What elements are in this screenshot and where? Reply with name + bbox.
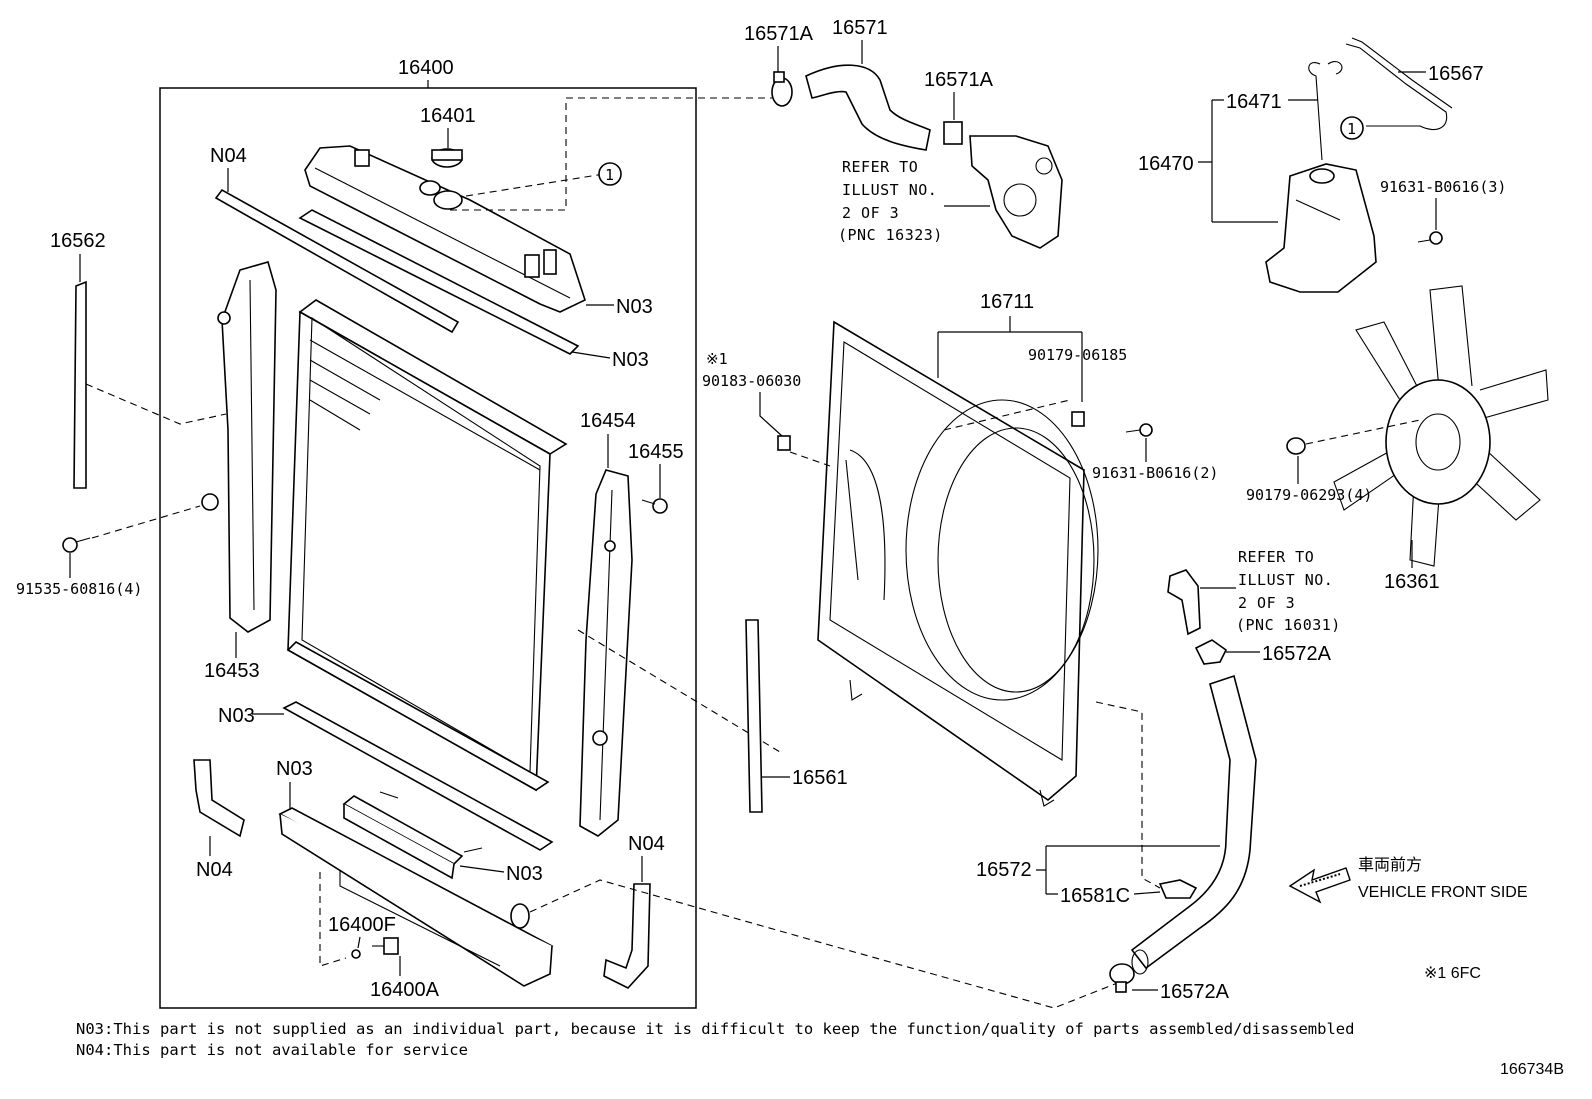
left-seal xyxy=(73,280,87,489)
refer-16031-line3: 2 OF 3 xyxy=(1238,594,1295,612)
figure-id: 166734B xyxy=(1499,1061,1564,1078)
svg-text:1: 1 xyxy=(1347,120,1356,138)
left-side-member xyxy=(201,261,277,633)
direction-english: VEHICLE FRONT SIDE xyxy=(1358,884,1528,901)
label-16711: 16711 xyxy=(980,291,1034,313)
radiator-upper-tank xyxy=(304,145,586,313)
label-16400: 16400 xyxy=(398,57,454,79)
fan-shroud xyxy=(817,320,1099,807)
refer-16031-line1: REFER TO xyxy=(1238,548,1314,566)
hose-clamp-top xyxy=(771,71,793,107)
refer-16031-line2: ILLUST NO. xyxy=(1238,571,1333,589)
footnote-6fc: ※1 6FC xyxy=(1424,965,1481,982)
bolt-91535 xyxy=(62,537,91,553)
lower-right-seal-n04 xyxy=(603,883,651,989)
bolt-91631-shroud xyxy=(1125,423,1153,437)
label-90179-06185: 90179-06185 xyxy=(1028,346,1127,364)
refer-16031-line4: (PNC 16031) xyxy=(1236,616,1341,634)
refer-16323-line4: (PNC 16323) xyxy=(838,226,943,244)
reservoir-hoses xyxy=(1308,37,1453,161)
note-n03: N03:This part is not supplied as an indi… xyxy=(76,1020,1355,1038)
label-16581C: 16581C xyxy=(1060,885,1130,907)
label-n03-lower-gasket: N03 xyxy=(218,705,255,727)
cooling-fan xyxy=(1333,285,1549,567)
label-16567: 16567 xyxy=(1428,63,1484,85)
label-16471: 16471 xyxy=(1226,91,1282,113)
hose-clamp-lower-bottom xyxy=(1109,963,1135,993)
label-n03-oil-cooler: N03 xyxy=(506,863,543,885)
callout-circle-1-reservoir: 1 xyxy=(1340,116,1364,140)
hose-clamp-mid xyxy=(943,121,963,145)
label-16572A-top: 16572A xyxy=(1262,643,1332,665)
lower-radiator-hose xyxy=(1130,674,1257,975)
label-16453: 16453 xyxy=(204,660,260,682)
refer-16323-line1: REFER TO xyxy=(842,158,918,176)
radiator-lower-tank xyxy=(278,807,554,987)
label-91631-3: 91631-B0616(3) xyxy=(1380,178,1506,196)
label-90179-06293: 90179-06293(4) xyxy=(1246,486,1372,504)
note-n04: N04:This part is not available for servi… xyxy=(76,1041,468,1059)
lower-left-seal-n04 xyxy=(193,759,245,838)
hose-sleeve-16581C xyxy=(1158,879,1198,899)
shroud-seal xyxy=(745,619,763,813)
label-16562: 16562 xyxy=(50,230,106,252)
label-91535: 91535-60816(4) xyxy=(16,580,142,598)
label-n04-lower-left: N04 xyxy=(196,859,233,881)
label-16401: 16401 xyxy=(420,105,476,127)
label-n03-lower-tank: N03 xyxy=(276,758,313,780)
label-16361: 16361 xyxy=(1384,571,1440,593)
lower-tank-gasket xyxy=(282,701,554,851)
label-16572A-bottom: 16572A xyxy=(1160,981,1230,1003)
radiator-core xyxy=(286,299,568,792)
label-16470: 16470 xyxy=(1138,153,1194,175)
label-16572: 16572 xyxy=(976,859,1032,881)
callout-circle-1-radiator: 1 xyxy=(598,162,622,186)
clip-90183-06030 xyxy=(777,435,791,451)
refer-16323-line2: ILLUST NO. xyxy=(842,181,937,199)
label-16455: 16455 xyxy=(628,441,684,463)
drain-cock xyxy=(372,937,399,955)
footnote-mark: ※1 xyxy=(706,350,728,368)
refer-16323-line3: 2 OF 3 xyxy=(842,204,899,222)
svg-text:1: 1 xyxy=(605,166,614,184)
upper-radiator-hose xyxy=(805,64,931,151)
refer-block-16323: REFER TO ILLUST NO. 2 OF 3 (PNC 16323) xyxy=(838,158,943,244)
bolt-16455 xyxy=(641,498,668,514)
hose-clamp-lower-top xyxy=(1194,639,1228,665)
label-90183-06030: 90183-06030 xyxy=(702,372,801,390)
label-16571: 16571 xyxy=(832,17,888,39)
label-n03-upper-tank: N03 xyxy=(616,296,653,318)
label-16571A-top: 16571A xyxy=(744,23,814,45)
label-16400F: 16400F xyxy=(328,914,396,936)
vehicle-front-arrow xyxy=(1288,867,1351,904)
water-inlet xyxy=(1167,569,1201,636)
label-n04-upper: N04 xyxy=(210,145,247,167)
label-16561: 16561 xyxy=(792,767,848,789)
water-outlet-housing xyxy=(969,135,1063,249)
refer-block-16031: REFER TO ILLUST NO. 2 OF 3 (PNC 16031) xyxy=(1236,548,1341,634)
label-16454: 16454 xyxy=(580,410,636,432)
oil-cooler xyxy=(342,791,483,880)
label-91631-2: 91631-B0616(2) xyxy=(1092,464,1218,482)
coolant-reservoir xyxy=(1265,163,1377,293)
direction-japanese: 車両前方 xyxy=(1358,856,1422,874)
right-side-member xyxy=(579,469,633,837)
upper-tank-gasket xyxy=(298,209,580,355)
label-16571A-mid: 16571A xyxy=(924,69,994,91)
label-n03-upper-gasket: N03 xyxy=(612,349,649,371)
nut-90179-06293 xyxy=(1286,437,1306,455)
clip-90179-06185 xyxy=(1071,411,1085,427)
radiator-cap xyxy=(431,148,463,168)
label-16400A: 16400A xyxy=(370,979,440,1001)
label-n04-lower-right: N04 xyxy=(628,833,665,855)
drain-plug-o-ring xyxy=(351,949,361,959)
bolt-91631-reservoir xyxy=(1417,231,1443,245)
upper-seal-n04 xyxy=(214,188,460,334)
